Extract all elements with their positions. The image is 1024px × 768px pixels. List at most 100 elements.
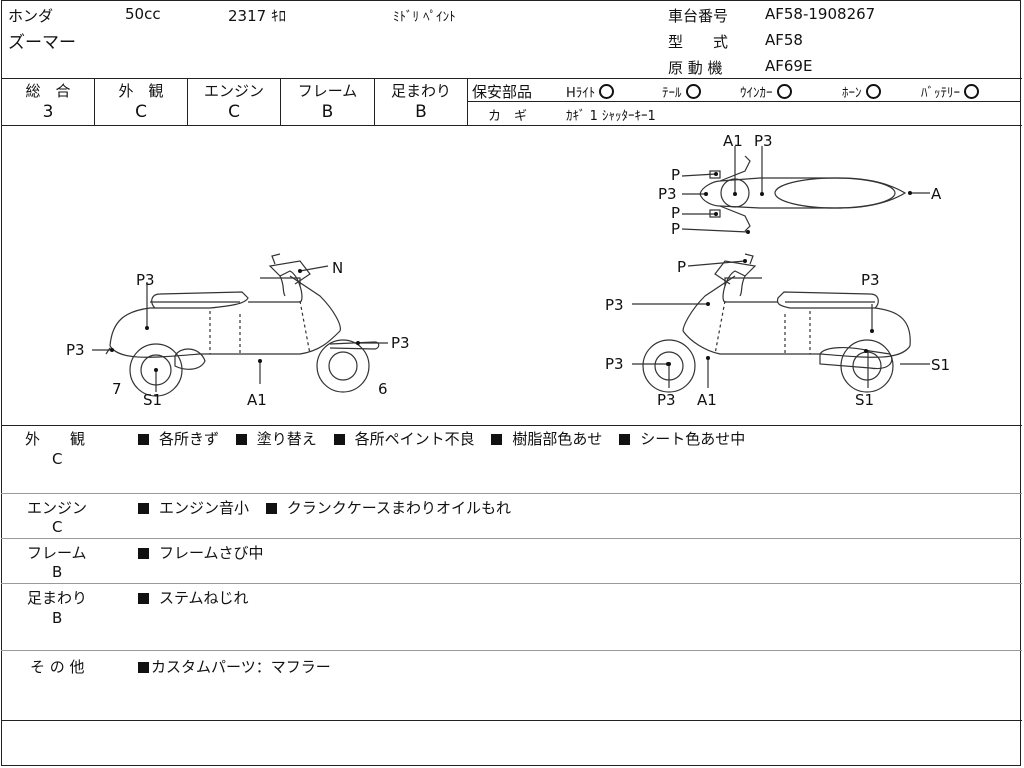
remark-suspension-grade: B bbox=[52, 609, 63, 627]
diag-left-label-3: P3 bbox=[391, 334, 410, 352]
mileage: 2317 ｷﾛ bbox=[228, 7, 286, 25]
grade-exterior-value: C bbox=[135, 102, 147, 122]
remark-item: クランクケースまわりオイルもれ bbox=[286, 499, 512, 517]
square-bullet-icon bbox=[619, 434, 631, 445]
divider bbox=[280, 78, 281, 125]
remark-exterior-grade: C bbox=[52, 450, 63, 468]
diag-left-label-1: P3 bbox=[66, 341, 85, 359]
diag-top-label-4: P bbox=[671, 204, 680, 222]
remark-item: 樹脂部色あせ bbox=[512, 430, 603, 448]
remark-frame-label: フレーム bbox=[27, 544, 87, 562]
diag-right-label-8: S1 bbox=[855, 391, 874, 409]
divider bbox=[1, 78, 1022, 79]
remark-exterior-items: 各所きず 塗り替え 各所ペイント不良 樹脂部色あせ シート色あせ中 bbox=[136, 428, 755, 449]
key-value: ｶｷﾞ 1 ｼｬｯﾀｰｷｰ1 bbox=[566, 109, 656, 124]
grade-engine-label: エンジン bbox=[203, 82, 264, 100]
square-bullet-icon bbox=[235, 434, 247, 445]
remark-item: 塗り替え bbox=[256, 430, 317, 448]
square-bullet-icon bbox=[138, 593, 149, 604]
diag-left-label-5: S1 bbox=[143, 391, 162, 409]
diag-right-label-7: A1 bbox=[697, 391, 717, 409]
grade-suspension-value: B bbox=[415, 102, 427, 122]
safety-headlight-name: Hﾗｲﾄ bbox=[566, 86, 596, 101]
remark-engine-grade: C bbox=[52, 518, 63, 536]
engine-value: AF69E bbox=[765, 57, 813, 75]
remark-suspension-label: 足まわり bbox=[27, 589, 88, 607]
circle-mark-icon bbox=[685, 84, 701, 99]
displacement: 50cc bbox=[125, 5, 161, 23]
scooter-top-view bbox=[681, 146, 930, 233]
safety-tail-name: ﾃｰﾙ bbox=[662, 86, 682, 101]
remark-engine-items: エンジン音小 クランクケースまわりオイルもれ bbox=[136, 497, 521, 518]
square-bullet-icon bbox=[138, 662, 149, 673]
remark-frame-grade: B bbox=[52, 563, 63, 581]
remark-other-items: カスタムパーツ：マフラー bbox=[136, 656, 341, 677]
grade-suspension-label: 足まわり bbox=[390, 82, 451, 100]
safety-horn: ﾎｰﾝ bbox=[842, 82, 881, 101]
diag-left-label-6: A1 bbox=[247, 391, 267, 409]
square-bullet-icon bbox=[138, 548, 149, 559]
circle-mark-icon bbox=[865, 84, 881, 99]
remark-item: 各所きず bbox=[159, 430, 220, 448]
diag-left-label-2: N bbox=[332, 259, 343, 277]
grade-frame-label: フレーム bbox=[297, 82, 358, 100]
scooter-diagrams: P3 P3 N P3 7 S1 A1 6 A1 P3 P P3 P P A P … bbox=[66, 132, 950, 409]
type-label: 型 式 bbox=[668, 33, 729, 51]
remark-item: カスタムパーツ：マフラー bbox=[151, 658, 331, 676]
diag-right-label-0: P bbox=[677, 258, 686, 276]
safety-battery-name: ﾊﾞｯﾃﾘｰ bbox=[921, 86, 960, 101]
remark-item: エンジン音小 bbox=[159, 499, 250, 517]
safety-headlight: Hﾗｲﾄ bbox=[566, 82, 615, 101]
safety-label: 保安部品 bbox=[472, 83, 533, 101]
maker: ホンダ bbox=[8, 7, 54, 25]
safety-horn-name: ﾎｰﾝ bbox=[842, 86, 862, 101]
key-label: カ ギ bbox=[488, 109, 528, 124]
diag-top-label-5: P bbox=[671, 220, 680, 238]
remark-item: 各所ペイント不良 bbox=[354, 430, 475, 448]
divider bbox=[94, 78, 95, 125]
divider bbox=[1, 538, 1022, 539]
circle-mark-icon bbox=[964, 84, 979, 99]
grade-exterior-label: 外 観 bbox=[118, 82, 164, 100]
divider bbox=[187, 78, 188, 125]
color: ﾐﾄﾞﾘ ﾍﾟｲﾝﾄ bbox=[393, 10, 456, 25]
square-bullet-icon bbox=[333, 434, 345, 445]
square-bullet-icon bbox=[491, 434, 503, 445]
remark-item: ステムねじれ bbox=[159, 589, 249, 607]
remark-suspension-items: ステムねじれ bbox=[136, 587, 259, 608]
diag-right-label-5: P3 bbox=[657, 391, 676, 409]
grade-overall-label: 総 合 bbox=[25, 82, 71, 100]
remark-item: シート色あせ中 bbox=[640, 430, 746, 448]
circle-mark-icon bbox=[599, 84, 615, 99]
frame-no: AF58-1908267 bbox=[765, 5, 876, 23]
remark-engine-label: エンジン bbox=[27, 499, 88, 517]
divider bbox=[1, 720, 1022, 721]
divider bbox=[374, 78, 375, 125]
divider bbox=[1, 583, 1022, 584]
circle-mark-icon bbox=[776, 84, 792, 99]
diag-right-label-2: P3 bbox=[861, 271, 880, 289]
diag-top-label-6: A bbox=[931, 185, 942, 203]
safety-tail: ﾃｰﾙ bbox=[662, 82, 701, 101]
diag-right-label-1: P3 bbox=[605, 296, 624, 314]
diag-left-label-7: 6 bbox=[378, 380, 388, 398]
safety-winker: ｳｲﾝｶｰ bbox=[740, 82, 792, 101]
engine-label: 原 動 機 bbox=[668, 59, 723, 77]
remark-item: フレームさび中 bbox=[159, 544, 264, 562]
square-bullet-icon bbox=[265, 503, 277, 514]
remark-other-label: そ の 他 bbox=[30, 658, 85, 676]
divider bbox=[1, 650, 1022, 651]
diag-top-label-0: A1 bbox=[723, 132, 743, 150]
diag-left-label-0: P3 bbox=[136, 271, 155, 289]
square-bullet-icon bbox=[138, 434, 149, 445]
frame-no-label: 車台番号 bbox=[668, 7, 729, 25]
model-name: ズーマー bbox=[8, 33, 76, 53]
scooter-right-view bbox=[632, 253, 930, 393]
divider bbox=[1, 425, 1022, 426]
grade-overall-value: 3 bbox=[42, 102, 54, 122]
square-bullet-icon bbox=[138, 503, 149, 514]
diag-top-label-2: P bbox=[671, 166, 680, 184]
diag-right-label-4: S1 bbox=[931, 356, 950, 374]
diag-right-label-3: P3 bbox=[605, 355, 624, 373]
